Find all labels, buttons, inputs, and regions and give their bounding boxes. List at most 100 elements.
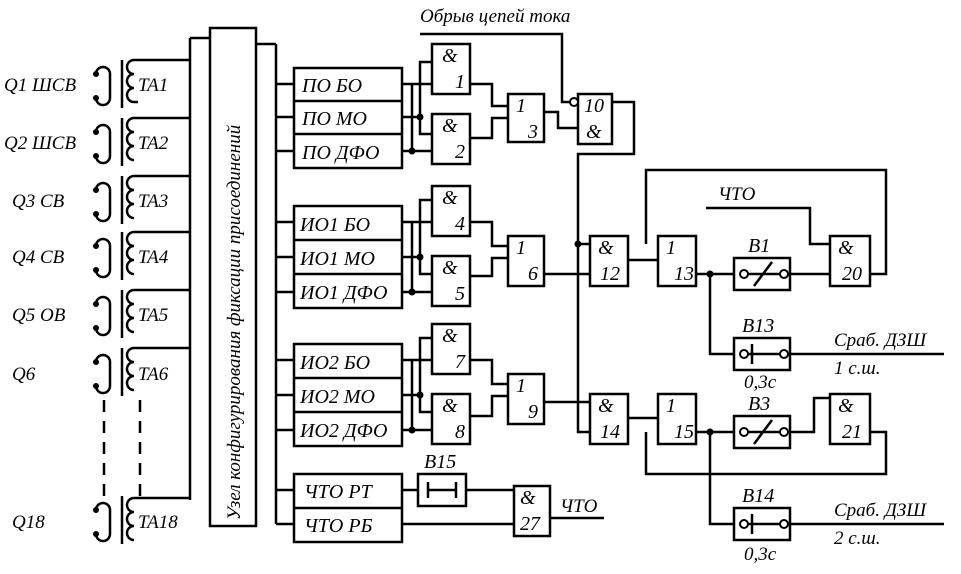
relay-io2-dfo: ИО2 ДФО <box>299 420 387 442</box>
svg-text:15: 15 <box>674 421 694 443</box>
svg-text:1: 1 <box>516 237 526 259</box>
relay-po-bo: ПО БО <box>301 75 362 97</box>
svg-text:20: 20 <box>842 263 862 285</box>
svg-text:6: 6 <box>528 263 538 285</box>
or-gate-6: 16 <box>506 234 546 288</box>
svg-text:1: 1 <box>516 375 526 397</box>
svg-text:3: 3 <box>527 121 538 143</box>
svg-text:7: 7 <box>455 351 466 373</box>
svg-text:0,3с: 0,3с <box>744 544 777 565</box>
or-gate-3: 13 <box>506 92 546 144</box>
source-ta5-label: TA5 <box>138 305 168 326</box>
svg-text:1: 1 <box>455 71 465 93</box>
source-q2-label: Q2 ШСВ <box>4 133 76 154</box>
svg-text:&: & <box>598 395 614 417</box>
svg-text:13: 13 <box>674 263 694 285</box>
signal-cho-top: ЧТО <box>718 184 756 205</box>
timer-b1: B1 <box>732 235 792 292</box>
and-gate-8: &8 <box>430 392 472 446</box>
timer-b15: B15 <box>416 451 468 508</box>
source-ta6-label: TA6 <box>138 364 169 385</box>
source-q4-label: Q4 СВ <box>12 247 65 268</box>
source-q3-label: Q3 СВ <box>12 191 65 212</box>
svg-text:12: 12 <box>600 263 620 285</box>
relay-io1-dfo: ИО1 ДФО <box>299 282 387 304</box>
svg-text:&: & <box>442 45 458 67</box>
relay-blocks: ПО БО ПО МО ПО ДФО ИО1 БО ИО1 МО ИО1 ДФО… <box>292 66 404 544</box>
svg-text:&: & <box>442 187 458 209</box>
source-ta4-label: TA4 <box>138 247 169 268</box>
svg-text:B15: B15 <box>424 451 456 473</box>
svg-text:2: 2 <box>455 141 465 163</box>
svg-text:&: & <box>442 325 458 347</box>
and-gate-27: & 27 <box>512 484 552 538</box>
svg-text:B13: B13 <box>742 315 774 337</box>
signal-labels: ЧТО ЧТО Сраб. ДЗШ 1 с.ш. Сраб. ДЗШ 2 с.ш… <box>560 184 927 549</box>
source-ta1-label: TA1 <box>138 75 168 96</box>
svg-text:1: 1 <box>666 395 676 417</box>
svg-text:&: & <box>442 257 458 279</box>
svg-text:4: 4 <box>455 213 465 235</box>
source-q1-label: Q1 ШСВ <box>4 75 76 96</box>
svg-text:B1: B1 <box>748 235 770 257</box>
source-ta18-label: TA18 <box>138 512 178 533</box>
relay-io1-mo: ИО1 МО <box>299 248 375 270</box>
and-gate-2: &2 <box>430 112 472 166</box>
and-gate-1: &1 <box>430 42 472 96</box>
and-gate-12: & 12 <box>588 234 630 288</box>
or-gate-9: 19 <box>506 372 546 426</box>
and-gate-5: &5 <box>430 254 472 308</box>
signal-cho-out: ЧТО <box>560 496 598 517</box>
source-q6-label: Q6 <box>12 364 36 385</box>
source-ta2-label: TA2 <box>138 133 169 154</box>
timer-b3: B3 <box>732 393 792 450</box>
svg-text:9: 9 <box>528 401 538 423</box>
svg-text:5: 5 <box>455 283 465 305</box>
or-gate-15: 115 <box>656 392 698 446</box>
svg-text:21: 21 <box>842 421 862 443</box>
and-gate-21: &21 <box>828 392 872 446</box>
svg-text:8: 8 <box>455 421 465 443</box>
svg-text:B14: B14 <box>742 485 774 507</box>
svg-text:1: 1 <box>516 95 526 117</box>
relay-io2-bo: ИО2 БО <box>299 352 370 374</box>
signal-out2-a: Сраб. ДЗШ <box>834 500 927 521</box>
relay-po-mo: ПО МО <box>301 108 367 130</box>
relay-cho-rb: ЧТО РБ <box>304 515 373 537</box>
svg-text:&: & <box>442 115 458 137</box>
logic-gates: &1 &2 13 10& Обрыв цепей тока &4 &5 16 &… <box>420 6 872 538</box>
source-q18-label: Q18 <box>12 512 45 533</box>
and-gate-4: &4 <box>430 184 472 238</box>
svg-text:&: & <box>442 395 458 417</box>
timer-b14: B14 0,3с <box>732 485 792 565</box>
svg-text:&: & <box>520 487 536 509</box>
svg-text:B3: B3 <box>748 393 770 415</box>
svg-text:10: 10 <box>584 95 604 117</box>
svg-text:1: 1 <box>666 237 676 259</box>
source-ta3-label: TA3 <box>138 191 168 212</box>
svg-text:0,3с: 0,3с <box>744 372 777 393</box>
relay-io1-bo: ИО1 БО <box>299 214 370 236</box>
svg-text:14: 14 <box>600 421 620 443</box>
svg-text:27: 27 <box>520 513 541 535</box>
svg-text:&: & <box>598 237 614 259</box>
or-gate-13: 113 <box>656 234 698 288</box>
relay-io2-mo: ИО2 МО <box>299 386 375 408</box>
source-labels: Q1 ШСВ TA1 Q2 ШСВ TA2 Q3 СВ TA3 Q4 СВ TA… <box>4 75 178 533</box>
signal-out2-b: 2 с.ш. <box>834 528 881 549</box>
and-gate-14: & 14 <box>588 392 630 446</box>
current-transformers <box>93 36 210 544</box>
timer-blocks: B1 B13 0,3с B3 B14 0,3с <box>416 235 792 565</box>
wiring <box>402 32 944 526</box>
svg-text:&: & <box>586 121 602 143</box>
signal-out1-b: 1 с.ш. <box>834 358 881 379</box>
label-open-circuit: Обрыв цепей тока <box>420 6 570 27</box>
relay-cho-rt: ЧТО РТ <box>304 481 374 503</box>
config-node-label: Узел конфигурирования фиксации присоедин… <box>224 124 245 520</box>
config-node: Узел конфигурирования фиксации присоедин… <box>208 26 294 528</box>
and-gate-7: &7 <box>430 322 472 376</box>
source-q5-label: Q5 ОВ <box>12 305 66 326</box>
signal-out1-a: Сраб. ДЗШ <box>834 330 927 351</box>
timer-b13: B13 0,3с <box>732 315 792 393</box>
